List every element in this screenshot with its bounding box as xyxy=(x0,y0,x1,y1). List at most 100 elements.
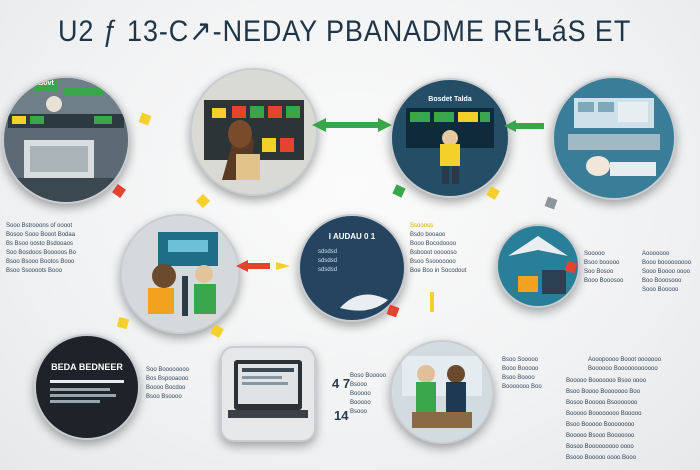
arrow-3-4 xyxy=(504,120,544,132)
text-line: Bsoo Ssooooooo xyxy=(410,259,456,265)
info-panel-illustration xyxy=(300,216,404,320)
text-right-mid: Sooooo Bsoo booooo Soo Bosoo Booo Boooso… xyxy=(584,250,636,286)
node3-banner: Bosdet Talda xyxy=(428,96,472,103)
text-line: Boooo Bocdoo xyxy=(146,385,186,391)
decor-red-square xyxy=(112,184,126,198)
node-meeting-board xyxy=(190,68,318,196)
text-line: Bsoo Boooo xyxy=(502,375,535,381)
list-item: Booooo Boooooooo Booooo xyxy=(566,411,642,417)
office-workspace-illustration xyxy=(4,78,128,202)
meeting-board-illustration xyxy=(192,70,316,194)
bottom-number-14: 14 xyxy=(334,408,349,423)
text-line: Boso Booooo xyxy=(350,373,387,379)
person-green-shirt xyxy=(194,284,216,314)
bottom-number-47: 4 7 xyxy=(332,376,351,391)
text-line: Booo Bocodoooo xyxy=(410,241,457,247)
node-team-meeting xyxy=(390,340,494,444)
text-line: Bsoo Bsooo Bootos Booo xyxy=(6,259,75,265)
text-bottom-right-head: Aooopoooo Booot ooooooo Boooooo Booooooo… xyxy=(588,356,698,374)
text-line: Bsbooot oooooso xyxy=(410,250,457,256)
text-line: Bsoo booooo xyxy=(584,260,620,266)
text-line: Ssoooss xyxy=(410,223,434,229)
text-left-mid: Sooo Bstrooons of oooot Bosoo Sooo Booot… xyxy=(6,222,116,276)
node6-line: sdsdsd xyxy=(318,249,338,255)
text-line: Sooo Booooo xyxy=(642,287,679,293)
text-far-right: Aooooooo Booo booooooooo Sooo Boooo oooo… xyxy=(642,250,698,295)
list-item: Booooo Bsooo Booooooo xyxy=(566,433,635,439)
node6-title: I AUDAU 0 1 xyxy=(328,232,376,241)
text-line: Bs Bsoo oosto Bsdooaos xyxy=(6,241,74,247)
lab-workstation-illustration xyxy=(554,78,674,198)
collaboration-illustration xyxy=(122,216,238,332)
node-control-room: Bosdet Talda xyxy=(390,78,510,198)
node8-label: BEDA BEDNEER xyxy=(51,362,123,372)
text-line: Booo Booosoo xyxy=(584,278,624,284)
text-line: Boooooo Boooooooooooo xyxy=(588,366,658,372)
decor-yellow-square xyxy=(210,324,224,338)
page-title: U2 ƒ 13-C↗-NEDAY PBANADME REꝆáS ET xyxy=(58,15,632,48)
text-line: Booooo xyxy=(350,400,371,406)
text-line: Booooooo Boo xyxy=(502,384,542,390)
text-bottom-right-list: Booooo Booooooo Bsoo oooo Bsoo Boooo Boo… xyxy=(566,376,698,464)
decor-yellow-square xyxy=(138,112,152,126)
decor-yellow-bar xyxy=(430,292,434,312)
text-line: Sooo Boooo oooo xyxy=(642,269,691,275)
green-sign-icon xyxy=(34,80,58,92)
person-yellow-shirt xyxy=(440,144,460,166)
arrow-5-6 xyxy=(236,260,290,272)
text-line: Sooo Bstrooons of oooot xyxy=(6,223,73,229)
node-lab-workstation xyxy=(552,76,676,200)
text-line: Bosoo Sooo Booot Bodaa xyxy=(6,232,76,238)
control-room-illustration xyxy=(392,80,508,196)
node-office-workspace: Bovt xyxy=(2,76,130,204)
text-bottom-left: Soo Boooooooo Bos Bspooaooo Boooo Bocdoo… xyxy=(146,366,212,402)
node6-lines: sdsdsd sdsdsd sdsdsd xyxy=(318,248,337,275)
node1-badge: Bovt xyxy=(38,80,54,87)
text-line: Boe Boo in Socodout xyxy=(410,268,467,274)
green-sticky-icon xyxy=(250,106,264,118)
text-line: Bsoo Sooooo xyxy=(502,357,539,363)
text-bottom-mid-small: Bsoo Sooooo Booo Booooo Bsoo Boooo Boooo… xyxy=(502,356,572,392)
text-line: Bsoo Ssoooots Booo xyxy=(6,268,63,274)
text-line: Bsoo Bsoooo xyxy=(146,394,182,400)
text-line: Soo Boooooooo xyxy=(146,367,190,373)
text-line: Sooooo xyxy=(584,251,605,257)
decor-yellow-square xyxy=(195,193,211,209)
text-line: Bsdo booaoo xyxy=(410,232,446,238)
text-line: Booo booooooooo xyxy=(642,260,692,266)
person-orange-shirt xyxy=(148,288,174,314)
node-info-panel: I AUDAU 0 1 sdsdsd sdsdsd sdsdsd xyxy=(298,214,406,322)
list-item: Bsooo Booooo oooo Booo xyxy=(566,455,637,461)
node6-line: sdsdsd xyxy=(318,267,338,273)
team-meeting-illustration xyxy=(392,342,492,442)
text-line: Aooooooo xyxy=(642,251,670,257)
text-center-right: Ssoooss Bsdo booaoo Booo Bocodoooo Bsboo… xyxy=(410,222,490,276)
text-line: Aooopoooo Booot ooooooo xyxy=(588,357,662,363)
list-item: Booooo Booooooo Bsoo oooo xyxy=(566,378,647,384)
text-line: Bos Bspooaooo xyxy=(146,376,189,382)
text-line: Boo Booosooo xyxy=(642,278,682,284)
arrow-1-2 xyxy=(312,118,392,132)
list-item: Bsoo Booooo Boooooooo xyxy=(566,422,635,428)
text-bottom-center: Boso Booooo Bsooo Booooo Booooo Bsooo xyxy=(350,372,390,417)
aerial-scene-illustration xyxy=(498,226,578,306)
node-aerial-scene xyxy=(496,224,580,308)
text-line: Booo Booooo xyxy=(502,366,539,372)
text-line: Booooo xyxy=(350,391,371,397)
dark-badge-illustration xyxy=(36,336,138,438)
list-item: Bsoo Boooo Booooooo Boo xyxy=(566,389,641,395)
decor-grey-square xyxy=(544,196,558,210)
node-dark-badge: BEDA BEDNEER xyxy=(34,334,140,440)
red-sticky-icon xyxy=(232,106,246,118)
laptop-illustration xyxy=(222,348,314,440)
decor-yellow-square xyxy=(116,316,130,330)
list-item: Bosoo Booooooooo oooo xyxy=(566,444,634,450)
text-line: Bsooo xyxy=(350,409,368,415)
text-line: Soo Bosoo xyxy=(584,269,614,275)
plane-icon xyxy=(508,236,568,256)
decor-yellow-square xyxy=(486,186,500,200)
node-laptop xyxy=(220,346,316,442)
list-item: Bosoo Booooo Bsooooooo xyxy=(566,400,638,406)
decor-green-square xyxy=(392,184,406,198)
node6-line: sdsdsd xyxy=(318,258,338,264)
